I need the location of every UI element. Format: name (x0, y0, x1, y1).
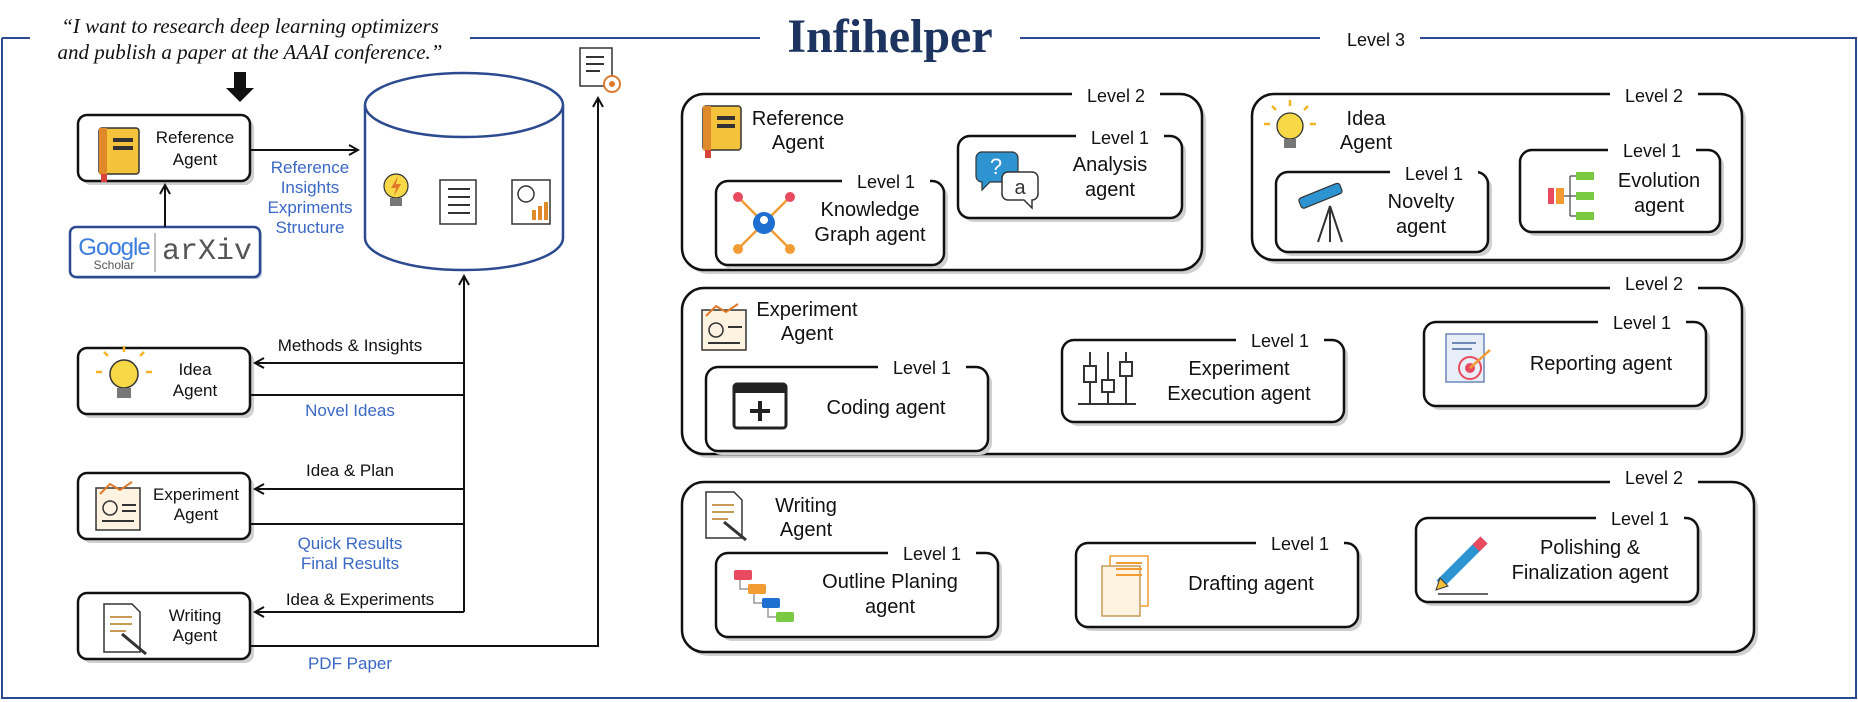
pencil-icon (1435, 536, 1488, 595)
outline-agent-line1: Outline Planing (822, 571, 958, 593)
connectors (165, 98, 598, 647)
left-writing-agent-line2: Agent (172, 626, 218, 645)
telescope-icon (1298, 182, 1343, 243)
database-cylinder (363, 71, 565, 272)
novelty-agent-line2: agent (1395, 216, 1447, 238)
left-idea-agent-line1: Idea (178, 360, 212, 379)
ref-out-4: Structure (275, 218, 345, 237)
methods-insights-label: Methods & Insights (277, 336, 423, 355)
book-icon (98, 127, 140, 182)
level-2-reference: Level 2 (1072, 86, 1160, 108)
execution-agent-line1: Experiment (1188, 358, 1290, 380)
down-arrow (226, 72, 254, 102)
idea-plan-label: Idea & Plan (306, 461, 394, 480)
svg-text:a: a (1014, 177, 1026, 199)
idea-bulb-icon (1264, 100, 1316, 148)
left-writing-agent-line1: Writing (168, 606, 222, 625)
level-1-coding: Level 1 (878, 358, 966, 380)
ref-out-1: Reference (270, 158, 350, 177)
drafting-pages-icon (1101, 555, 1149, 617)
quick-results-label: Quick Results (297, 534, 403, 553)
idea-experiments-label: Idea & Experiments (285, 590, 435, 609)
writing-title-line2: Agent (779, 519, 833, 541)
code-window-icon (732, 382, 788, 430)
experiment-title-line2: Agent (780, 323, 834, 345)
pdf-arrow (250, 98, 598, 647)
arxiv-logo: arXiv (161, 235, 252, 269)
reporting-agent-label: Reporting agent (1529, 353, 1673, 375)
evolution-agent-line2: agent (1633, 195, 1685, 217)
novelty-agent-line1: Novelty (1387, 191, 1455, 213)
evolution-tree-icon (1548, 172, 1594, 220)
reference-title-line1: Reference (751, 108, 845, 130)
idea-title-line1: Idea (1346, 108, 1386, 130)
pdf-paper-label: PDF Paper (307, 654, 393, 673)
google-text: Google (78, 234, 150, 261)
outer-frame (1, 37, 1857, 699)
evolution-agent-line1: Evolution (1617, 170, 1701, 192)
polishing-agent-line1: Polishing & (1539, 537, 1641, 559)
writing-icon-right (705, 491, 747, 542)
left-idea-agent-line2: Agent (172, 381, 218, 400)
report-target-icon (1445, 333, 1491, 383)
knowledge-graph-icon (733, 192, 795, 254)
experiment-board-icon (95, 481, 141, 531)
reference-title-line2: Agent (771, 132, 825, 154)
analysis-agent-line2: agent (1084, 179, 1136, 201)
sources-box (68, 225, 262, 279)
ref-out-3: Expriments (267, 198, 353, 217)
left-experiment-agent-line2: Agent (173, 505, 219, 524)
drafting-agent-label: Drafting agent (1188, 573, 1314, 595)
level-1-evolution: Level 1 (1608, 141, 1696, 163)
google-logo: Google (74, 234, 154, 263)
outline-flow-icon (734, 570, 794, 622)
qa-bubbles-icon: ? a (975, 151, 1039, 210)
quote-line-2: and publish a paper at the AAAI conferen… (57, 40, 443, 64)
level-1-polishing: Level 1 (1596, 509, 1684, 531)
coding-agent-label: Coding agent (826, 397, 946, 419)
level-1-outline: Level 1 (888, 544, 976, 566)
outline-agent-line2: agent (864, 596, 916, 618)
db-checklist-icon (439, 179, 477, 225)
level-3-label: Level 3 (1332, 30, 1420, 52)
left-experiment-agent-line1: Experiment (153, 485, 239, 504)
experiment-title-line1: Experiment (756, 299, 858, 321)
kg-agent-line2: Graph agent (814, 224, 926, 246)
svg-text:?: ? (990, 154, 1002, 179)
polishing-agent-line2: Finalization agent (1511, 562, 1669, 584)
experiment-board-icon-right (701, 303, 747, 351)
level-1-drafting: Level 1 (1256, 534, 1344, 556)
analysis-agent-line1: Analysis (1072, 154, 1148, 176)
level-1-execution: Level 1 (1236, 331, 1324, 353)
kg-agent-line1: Knowledge (820, 199, 920, 221)
writing-title-line1: Writing (775, 495, 837, 517)
ref-out-2: Insights (280, 178, 340, 197)
db-lightning-icon (383, 173, 409, 206)
execution-agent-line2: Execution agent (1167, 383, 1311, 405)
reference-book-icon (702, 105, 742, 158)
level-1-kg: Level 1 (842, 172, 930, 194)
right-containers (680, 92, 1758, 656)
left-reference-agent-line2: Agent (172, 150, 218, 169)
sliders-icon (1078, 352, 1136, 405)
scholar-text: Scholar (93, 258, 135, 272)
brand-title: Infihelper (787, 10, 993, 63)
level-2-idea: Level 2 (1610, 86, 1698, 108)
level-2-experiment: Level 2 (1610, 274, 1698, 296)
paper-gear-icon (579, 47, 621, 93)
level-1-reporting: Level 1 (1598, 313, 1686, 335)
lightbulb-icon (96, 346, 152, 398)
writing-icon (103, 603, 147, 656)
novel-ideas-label: Novel Ideas (305, 401, 395, 420)
quote-line-1: “I want to research deep learning optimi… (61, 14, 439, 38)
idea-title-line2: Agent (1339, 132, 1393, 154)
final-results-label: Final Results (300, 554, 400, 573)
level-1-novelty: Level 1 (1390, 164, 1478, 186)
level-1-analysis: Level 1 (1076, 128, 1164, 150)
db-report-icon (511, 179, 551, 225)
left-reference-agent-line1: Reference (155, 128, 235, 147)
level-2-writing: Level 2 (1610, 468, 1698, 490)
